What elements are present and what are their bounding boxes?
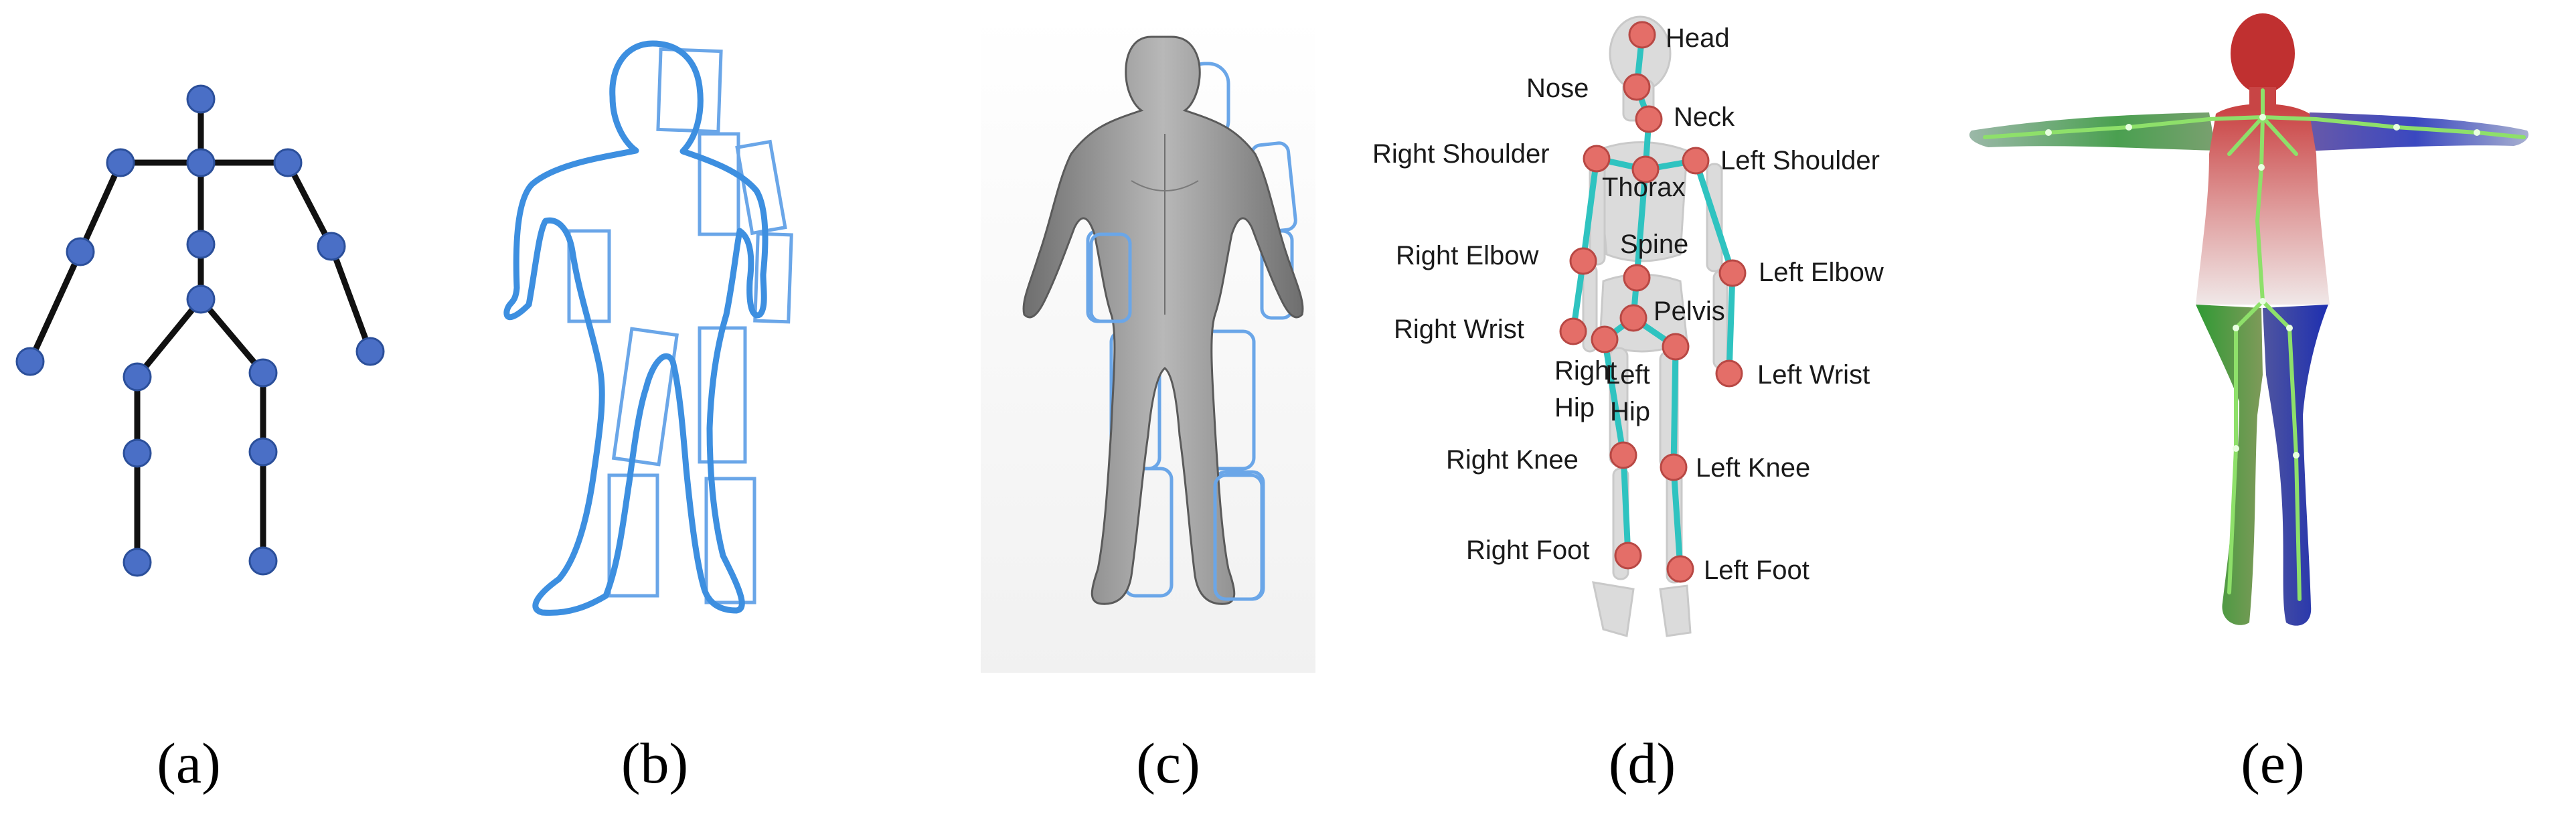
joint-right-knee [123, 438, 152, 468]
caption-b: (b) [621, 731, 689, 795]
label-left-knee: Left Knee [1696, 453, 1810, 483]
label-left-foot: Left Foot [1704, 556, 1809, 585]
label-left-hip-line2: Hip [1610, 397, 1650, 426]
caption-d: (d) [1608, 731, 1676, 795]
joint-left-shoulder [273, 148, 303, 177]
label-right-hip-line2: Hip [1554, 393, 1595, 422]
panel-b-contour [503, 40, 793, 616]
joint-spine [186, 230, 216, 259]
joint-right-shoulder [106, 148, 135, 177]
label-right-knee: Right Knee [1446, 445, 1579, 475]
label-right-wrist: Right Wrist [1394, 315, 1524, 344]
gray-human-mesh [1022, 35, 1304, 605]
label-nose: Nose [1526, 74, 1589, 103]
caption-e: (e) [2241, 731, 2305, 795]
label-right-elbow: Right Elbow [1396, 241, 1539, 270]
panel-d-keypoints: Head Nose Neck Right Shoulder Left Shoul… [1372, 15, 1884, 637]
joint-neck [186, 148, 216, 177]
label-left-shoulder: Left Shoulder [1720, 146, 1880, 175]
joint-left-wrist [355, 337, 385, 366]
mesh-head [2231, 13, 2295, 94]
joint-left-elbow [317, 232, 346, 261]
human-contour-outline [503, 40, 769, 616]
joint-pelvis [186, 284, 216, 314]
panel-c-mesh [981, 13, 1315, 673]
label-left-wrist: Left Wrist [1757, 360, 1870, 390]
caption-a: (a) [157, 731, 221, 795]
joint-right-hip [123, 362, 152, 392]
joint-right-ankle [123, 548, 152, 577]
joint-right-wrist [15, 347, 45, 376]
panel-a-skeleton [15, 84, 385, 577]
label-spine: Spine [1620, 230, 1688, 259]
joint-left-knee [248, 437, 278, 467]
caption-c: (c) [1136, 731, 1200, 795]
mesh-left-leg [2196, 305, 2263, 625]
label-neck: Neck [1674, 102, 1735, 132]
label-thorax: Thorax [1602, 173, 1686, 202]
label-right-foot: Right Foot [1466, 536, 1590, 565]
joint-head [186, 84, 216, 114]
joint-right-elbow [66, 237, 95, 266]
panel-e-colored-mesh [1969, 13, 2529, 626]
label-pelvis: Pelvis [1654, 297, 1725, 326]
label-left-hip-line1: Left [1605, 360, 1650, 390]
label-left-elbow: Left Elbow [1759, 258, 1884, 287]
joint-left-hip [248, 358, 278, 388]
joint-left-ankle [248, 546, 278, 576]
label-right-shoulder: Right Shoulder [1372, 139, 1550, 169]
label-head: Head [1666, 23, 1730, 53]
label-right-hip-line1: Right [1554, 356, 1617, 386]
mesh-right-arm [2303, 112, 2529, 151]
